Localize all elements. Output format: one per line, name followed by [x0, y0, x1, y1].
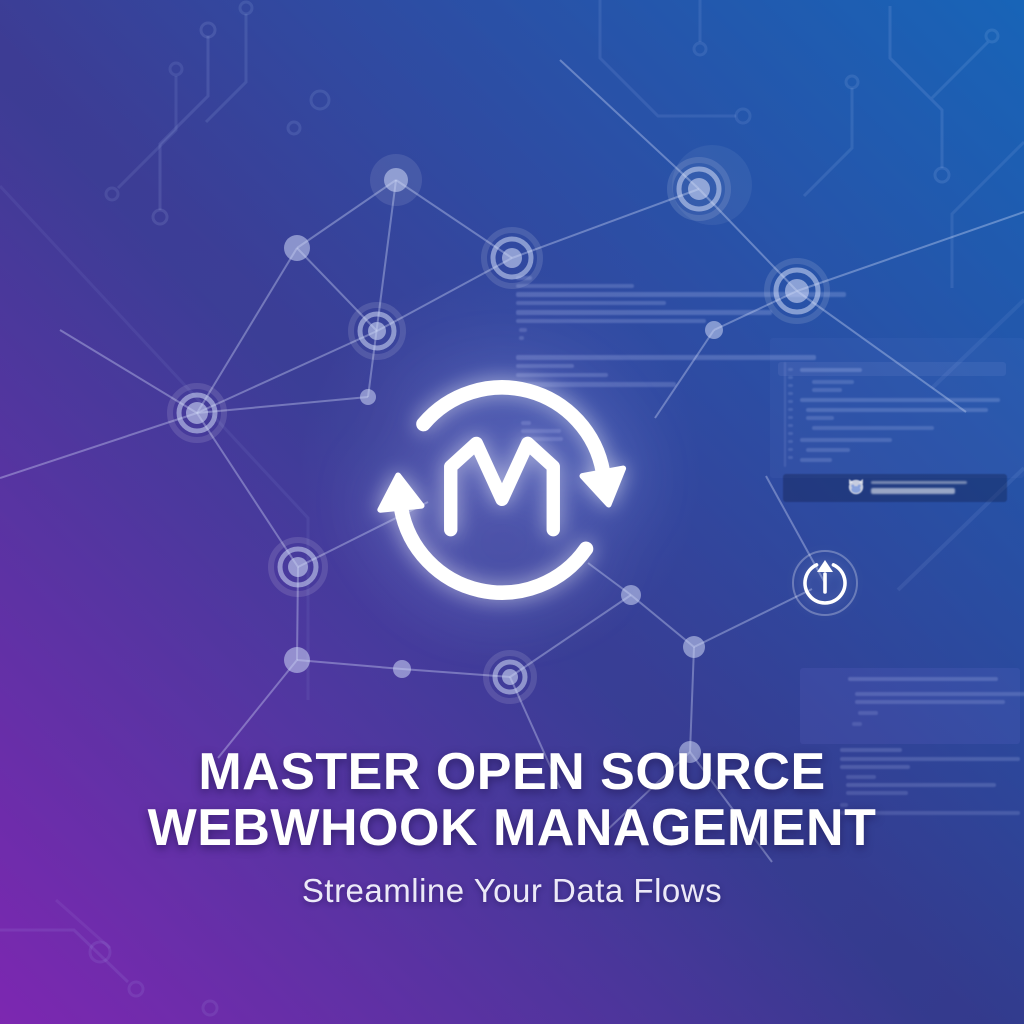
code-line-ghost	[800, 368, 862, 372]
code-line-ghost	[806, 416, 834, 420]
title-line-2: WEBWHOOK MANAGEMENT	[147, 799, 877, 857]
code-line-ghost	[846, 791, 908, 795]
arrow-up-head	[377, 472, 425, 513]
arrow-down-head	[579, 465, 627, 508]
code-line-ghost	[516, 382, 676, 387]
code-line-ghost	[788, 440, 793, 443]
octocat-icon	[848, 479, 864, 495]
code-panel-bottom	[800, 668, 1020, 744]
code-line-ghost	[516, 301, 666, 305]
code-line-ghost	[800, 458, 832, 462]
m-sync-logo	[377, 380, 627, 600]
code-line-ghost	[521, 437, 563, 441]
badge-text-ghost-1	[871, 481, 967, 484]
code-line-ghost	[516, 355, 816, 360]
code-line-ghost	[788, 416, 793, 419]
badge-text-ghost-2	[871, 488, 955, 494]
code-line-ghost	[784, 362, 786, 467]
code-line-ghost	[812, 426, 934, 430]
github-badge	[783, 474, 1007, 502]
code-panel-header	[778, 362, 1006, 376]
code-line-ghost	[516, 319, 706, 323]
title-line-1: MASTER OPEN SOURCE	[198, 743, 826, 801]
code-line-ghost	[806, 448, 850, 452]
code-line-ghost	[800, 438, 892, 442]
code-line-ghost	[840, 765, 910, 769]
code-line-ghost	[788, 384, 793, 387]
code-line-ghost	[812, 388, 842, 392]
code-line-ghost	[788, 368, 793, 371]
code-line-ghost	[516, 284, 634, 288]
code-line-ghost	[848, 677, 998, 681]
logo-letter-m	[444, 436, 560, 537]
code-line-ghost	[806, 408, 988, 412]
code-line-ghost	[852, 722, 862, 726]
code-line-ghost	[516, 364, 574, 368]
code-line-ghost	[855, 692, 1024, 696]
code-line-ghost	[812, 380, 854, 384]
code-line-ghost	[800, 398, 1000, 402]
code-line-ghost	[840, 748, 902, 752]
code-line-ghost	[519, 328, 527, 332]
page-title: MASTER OPEN SOURCE WEBWHOOK MANAGEMENT	[0, 744, 1024, 856]
code-line-ghost	[519, 336, 524, 340]
code-line-ghost	[840, 803, 848, 807]
sync-arrows-icon	[377, 380, 627, 600]
code-line-ghost	[788, 424, 793, 427]
code-line-ghost	[846, 775, 876, 779]
code-line-ghost	[846, 783, 996, 787]
code-line-ghost	[855, 700, 1005, 704]
code-line-ghost	[521, 421, 531, 425]
code-panel-right	[770, 338, 1024, 478]
code-line-ghost	[516, 373, 608, 377]
code-line-ghost	[788, 432, 793, 435]
code-line-ghost	[840, 757, 1020, 761]
code-line-ghost	[788, 400, 793, 403]
code-line-ghost	[516, 292, 846, 297]
code-line-ghost	[788, 448, 793, 451]
code-line-ghost	[521, 429, 561, 433]
power-restart-icon	[792, 550, 858, 616]
code-line-ghost	[858, 711, 878, 715]
code-line-ghost	[516, 310, 772, 315]
page-subtitle: Streamline Your Data Flows	[301, 872, 723, 909]
code-line-ghost	[788, 392, 793, 395]
code-line-ghost	[840, 811, 1020, 815]
code-line-ghost	[516, 276, 532, 280]
code-line-ghost	[788, 408, 793, 411]
code-line-ghost	[788, 456, 793, 459]
code-line-ghost	[788, 376, 793, 379]
